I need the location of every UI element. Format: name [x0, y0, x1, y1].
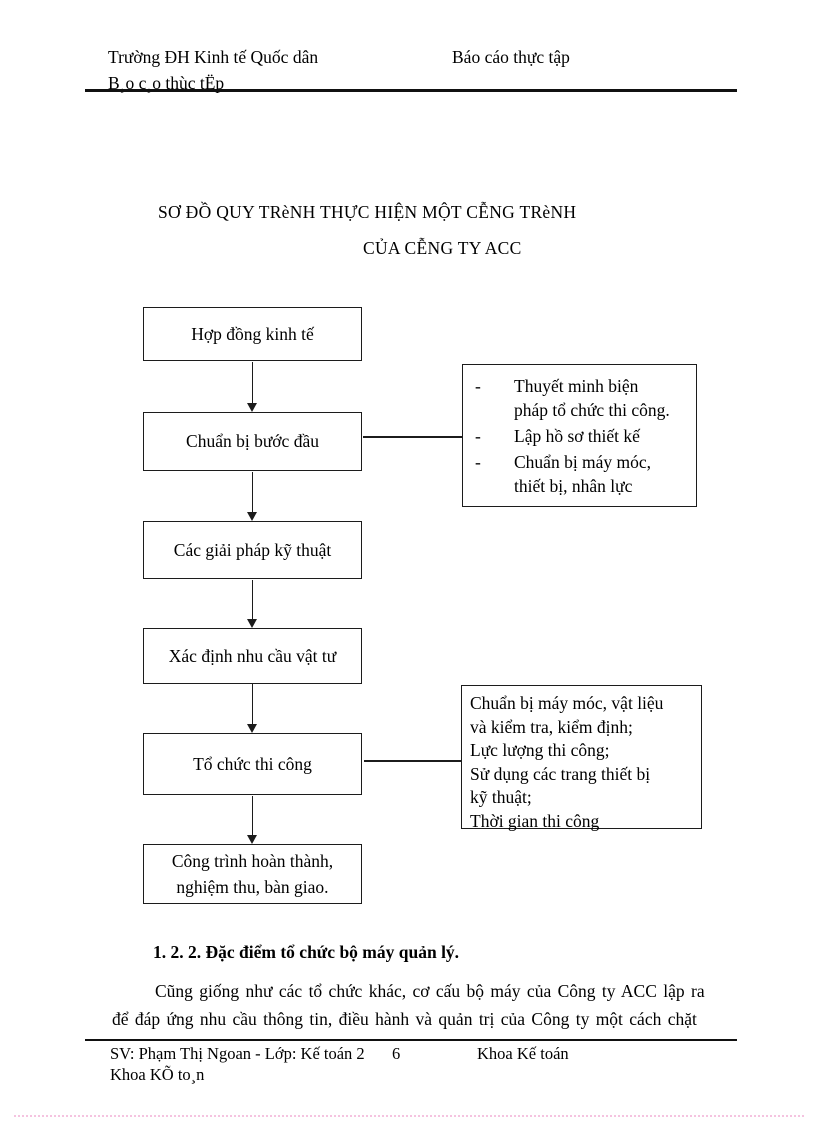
header-rule	[85, 89, 737, 92]
note-text-line: kỹ thuật;	[470, 787, 532, 807]
bullet-text-line: Thuyết minh biện	[514, 376, 639, 396]
bullet-text-line: Lập hồ sơ thiết kế	[514, 426, 640, 446]
flow-box-label: Hợp đồng kinh tế	[191, 323, 314, 344]
page-bottom-dotted-line	[14, 1115, 804, 1117]
section-heading: 1. 2. 2. Đặc điểm tổ chức bộ máy quản lý…	[153, 942, 460, 962]
dash-bullet: -	[475, 426, 481, 446]
flow-box-label: Xác định nhu cầu vật tư	[168, 645, 337, 666]
bullet-item: - Lập hồ sơ thiết kế	[475, 424, 696, 448]
bullet-item: - Thuyết minh biện pháp tổ chức thi công…	[475, 374, 696, 422]
connector-line	[364, 760, 461, 762]
flow-arrow-head	[247, 619, 257, 628]
flow-box-initial-preparation: Chuẩn bị bước đầu	[143, 412, 362, 471]
flow-box-technical-solutions: Các giải pháp kỹ thuật	[143, 521, 362, 579]
header-report-title-garbled: B¸o c¸o thùc tËp	[108, 73, 225, 93]
flow-box-label: Các giải pháp kỹ thuật	[173, 539, 332, 560]
header-report-title: Báo cáo thực tập	[452, 47, 570, 67]
flow-box-contract: Hợp đồng kinh tế	[143, 307, 362, 361]
footer-department-garbled: Khoa KÕ to¸n	[110, 1065, 205, 1084]
header-university: Trường ĐH Kinh tế Quốc dân	[108, 47, 319, 67]
flow-arrow-head	[247, 512, 257, 521]
diagram-title-line1: SƠ ĐỒ QUY TRèNH THỰC HIỆN MỘT CỄNG TRèNH	[158, 202, 577, 222]
flow-arrow-head	[247, 835, 257, 844]
connector-line	[363, 436, 462, 438]
flow-arrow-line	[251, 796, 253, 835]
flow-box-label: Tổ chức thi công	[193, 753, 312, 774]
flow-arrow-line	[251, 362, 253, 403]
note-text-line: Lực lượng thi công;	[470, 740, 610, 760]
dash-bullet: -	[475, 452, 481, 472]
note-text-line: Thời gian thi công	[470, 810, 600, 831]
side-note-organization: Chuẩn bị máy móc, vật liệu và kiểm tra, …	[461, 685, 702, 831]
flow-arrow-head	[247, 403, 257, 412]
flow-arrow-head	[247, 724, 257, 733]
flow-box-label: Công trình hoàn thành, nghiệm thu, bàn g…	[171, 851, 334, 897]
paragraph-line: Cũng giống như các tổ chức khác, cơ cấu …	[155, 981, 705, 1001]
footer-department: Khoa Kế toán	[477, 1044, 569, 1063]
side-note-preparation: - Thuyết minh biện pháp tổ chức thi công…	[462, 364, 697, 507]
flow-arrow-line	[251, 684, 253, 724]
flow-box-label: Chuẩn bị bước đầu	[186, 431, 319, 451]
note-text-line: và kiểm tra, kiểm định;	[470, 716, 633, 737]
bullet-text-line: Chuẩn bị máy móc,	[514, 452, 652, 472]
note-text-line: Chuẩn bị máy móc, vật liệu	[470, 693, 664, 713]
bullet-item: - Chuẩn bị máy móc, thiết bị, nhân lực	[475, 450, 696, 498]
bullet-text-line: pháp tổ chức thi công.	[514, 400, 670, 420]
bullet-text-line: thiết bị, nhân lực	[514, 476, 633, 496]
flow-box-material-needs: Xác định nhu cầu vật tư	[143, 628, 362, 684]
diagram-title-line2: CỦA CỄNG TY ACC	[363, 238, 522, 258]
footer-rule	[85, 1039, 737, 1041]
flow-arrow-line	[251, 472, 253, 512]
dash-bullet: -	[475, 376, 481, 396]
footer-student: SV: Phạm Thị Ngoan - Lớp: Kế toán 2	[110, 1044, 365, 1063]
flow-box-completion-handover: Công trình hoàn thành, nghiệm thu, bàn g…	[143, 844, 362, 904]
flow-box-construction-organization: Tổ chức thi công	[143, 733, 362, 795]
footer-page-number: 6	[392, 1044, 401, 1063]
note-text-line: Sử dụng các trang thiết bị	[470, 763, 651, 784]
flow-arrow-line	[251, 580, 253, 620]
paragraph-line: để đáp ứng nhu cầu thông tin, điều hành …	[112, 1009, 697, 1029]
